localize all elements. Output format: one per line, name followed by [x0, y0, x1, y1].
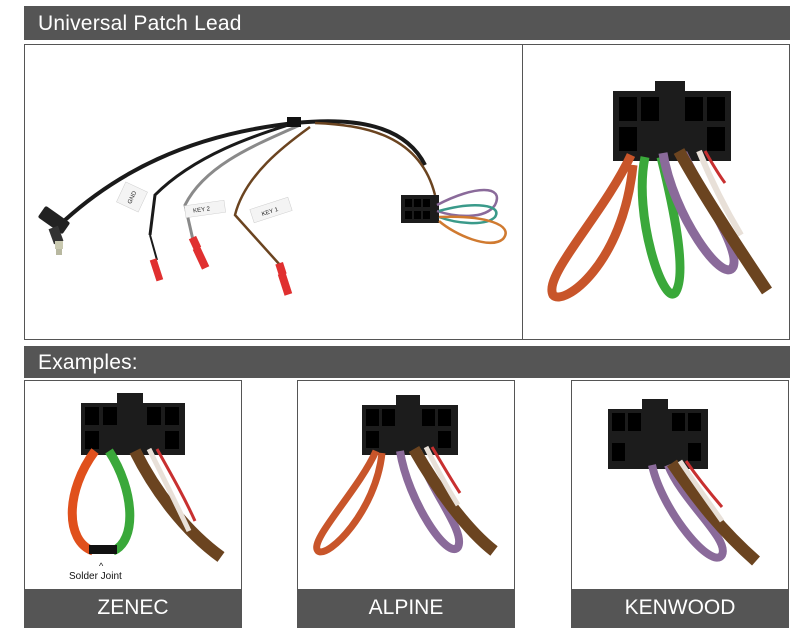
- iso-connector-kenwood: [608, 399, 708, 469]
- alpine-wiring-image: [313, 395, 498, 556]
- connector-closeup-panel: [522, 44, 790, 340]
- red-plug-gnd: [149, 234, 164, 282]
- header-bar: Universal Patch Lead: [24, 6, 790, 40]
- iso-connector-zenec: [81, 393, 185, 455]
- examples-bar: Examples:: [24, 346, 790, 378]
- connector-closeup-image: [547, 81, 772, 302]
- tag-gnd: GND: [116, 181, 148, 213]
- zenec-wiring-image: [67, 393, 225, 562]
- red-plug-key1: [275, 262, 293, 296]
- examples-title: Examples:: [38, 350, 138, 374]
- example-kenwood-panel: KENWOOD: [571, 380, 789, 628]
- svg-text:KEY 1: KEY 1: [261, 207, 280, 218]
- example-zenec-panel: ^ Solder Joint ZENEC: [24, 380, 242, 628]
- example-alpine-panel: ALPINE: [297, 380, 515, 628]
- example-zenec-label: ZENEC: [25, 589, 241, 627]
- example-kenwood-label: KENWOOD: [572, 589, 788, 627]
- svg-text:KEY 2: KEY 2: [193, 206, 211, 214]
- patch-lead-cable-image: GND KEY 2 KEY 1: [38, 117, 507, 296]
- jack-plug: [38, 206, 70, 255]
- example-alpine-label: ALPINE: [298, 589, 514, 627]
- red-plug-key2: [188, 235, 210, 270]
- iso-connector-small: [401, 195, 439, 223]
- page-title: Universal Patch Lead: [38, 11, 242, 35]
- tag-key2: KEY 2: [184, 199, 226, 219]
- solder-joint-pointer: ^: [99, 561, 104, 571]
- cable-photo-panel: GND KEY 2 KEY 1: [24, 44, 524, 340]
- kenwood-wiring-image: [608, 399, 760, 566]
- iso-connector-large: [613, 81, 731, 161]
- tag-key1: KEY 1: [249, 196, 293, 224]
- solder-joint-label: Solder Joint: [69, 571, 122, 582]
- iso-connector-alpine: [362, 395, 458, 455]
- svg-text:GND: GND: [127, 190, 138, 205]
